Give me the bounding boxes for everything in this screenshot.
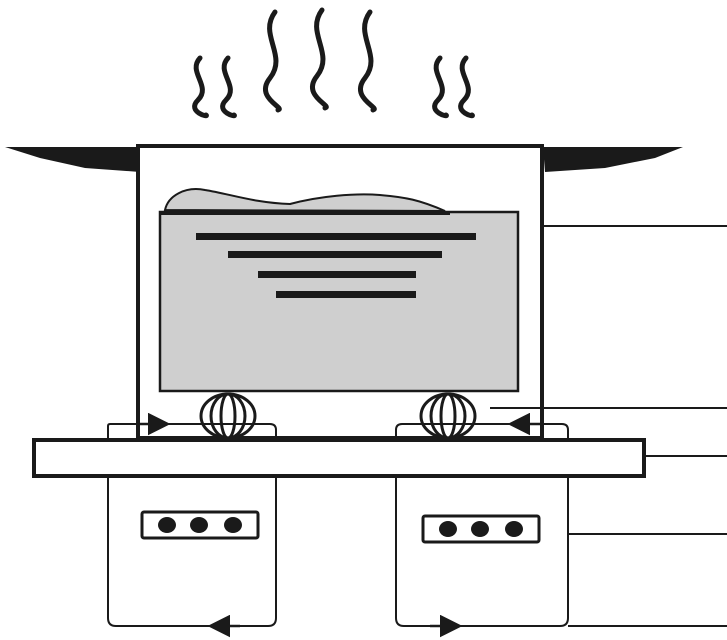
tray (158, 210, 520, 393)
liquid-surface (163, 188, 446, 212)
base-platform (32, 438, 646, 478)
steam-wave (458, 55, 475, 119)
steam-plumes (192, 7, 475, 119)
steam-wave (192, 55, 209, 119)
control-panel-left (140, 510, 260, 540)
indicator-light (471, 521, 489, 537)
steam-wave (358, 9, 377, 113)
wire-loop-right (395, 423, 569, 627)
coil-right (419, 392, 477, 440)
control-panel-right (421, 514, 541, 544)
steam-wave (310, 7, 329, 111)
steam-wave (220, 55, 237, 119)
wire-loop-left (107, 423, 277, 627)
coil-left (199, 392, 257, 440)
indicator-light (505, 521, 523, 537)
content-bar (258, 271, 416, 278)
steam-wave (263, 9, 282, 113)
content-bars (196, 233, 476, 298)
indicator-light (190, 517, 208, 533)
steam-wave (432, 55, 449, 119)
indicator-light (224, 517, 242, 533)
content-bar (196, 233, 476, 240)
lid-plate-right (543, 147, 683, 172)
callout-lines (490, 225, 727, 627)
indicator-light (439, 521, 457, 537)
coil-loop (439, 392, 457, 440)
coil-loop (219, 392, 237, 440)
lid-plate-left (5, 147, 140, 172)
content-bar (276, 291, 416, 298)
content-bar (228, 251, 442, 258)
indicator-light (158, 517, 176, 533)
